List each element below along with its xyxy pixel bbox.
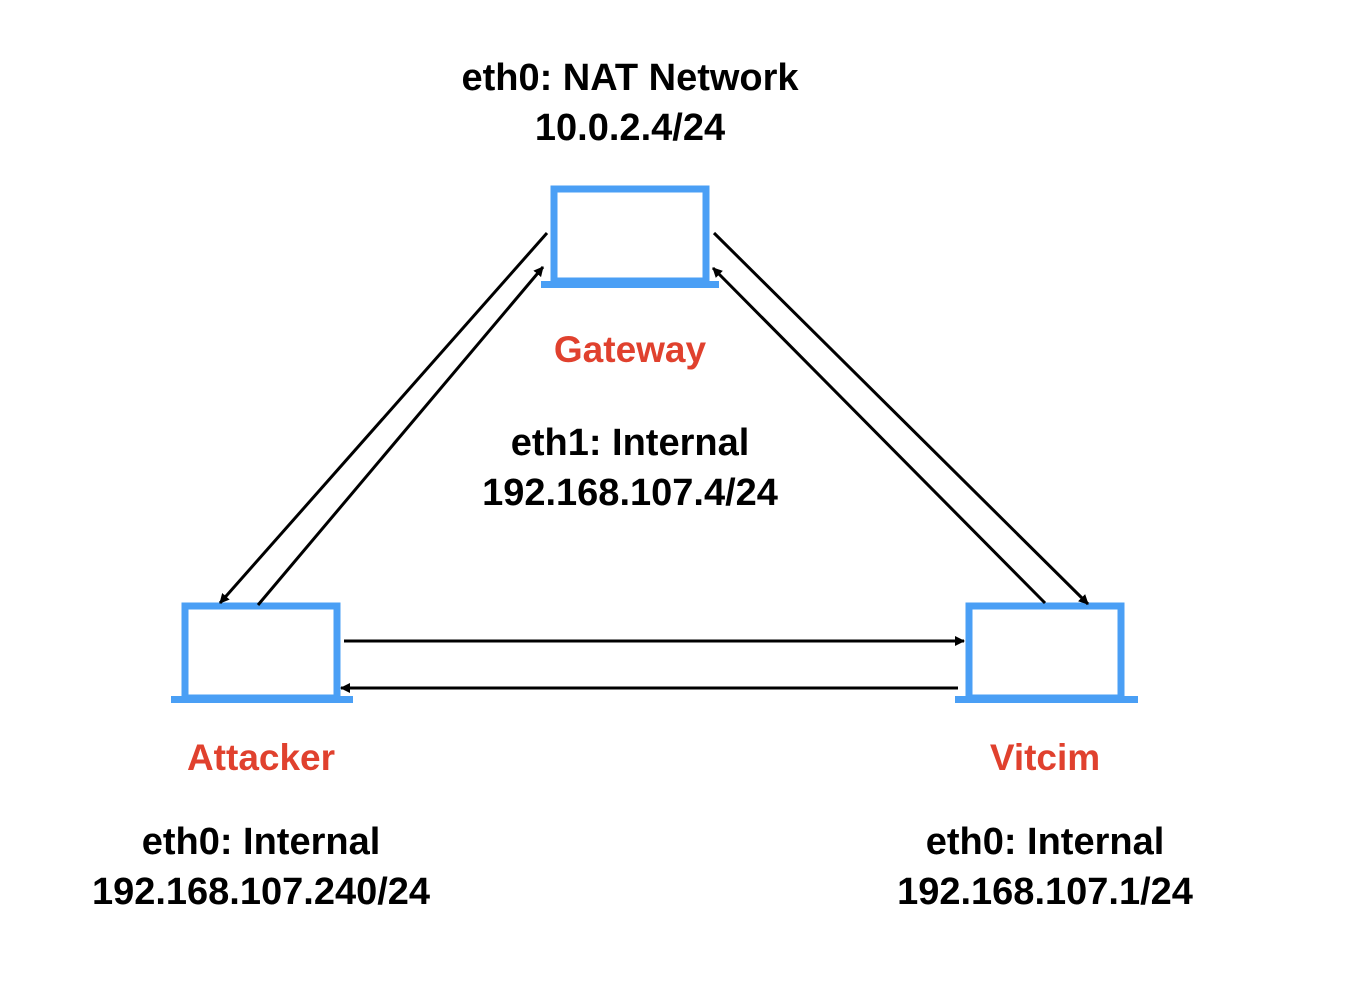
- victim-laptop-icon: [955, 602, 1138, 703]
- arrow-victim-to-gateway: [711, 266, 1047, 605]
- gateway-eth0-label: eth0: NAT Network 10.0.2.4/24: [461, 53, 798, 153]
- gateway-eth0-name: eth0: NAT Network: [461, 57, 799, 99]
- victim-eth0-label: eth0: Internal 192.168.107.1/24: [897, 817, 1193, 917]
- gateway-eth1-name: eth1: Internal: [510, 422, 750, 464]
- arrow-gateway-to-victim: [712, 231, 1090, 606]
- arrow-gateway-to-attacker: [218, 232, 549, 604]
- gateway-eth1-address: 192.168.107.4/24: [482, 472, 778, 514]
- attacker-laptop-icon: [171, 602, 353, 703]
- attacker-eth0-address: 192.168.107.240/24: [91, 871, 431, 913]
- victim-name: Vitcim: [989, 737, 1101, 778]
- victim-eth0-address: 192.168.107.1/24: [897, 871, 1193, 913]
- attacker-eth0-label: eth0: Internal 192.168.107.240/24: [92, 817, 430, 917]
- gateway-eth1-label: eth1: Internal 192.168.107.4/24: [482, 418, 778, 518]
- gateway-name: Gateway: [553, 329, 707, 370]
- gateway-eth0-address: 10.0.2.4/24: [534, 107, 726, 149]
- arrow-attacker-to-gateway: [256, 266, 545, 606]
- attacker-eth0-name: eth0: Internal: [141, 821, 381, 863]
- gateway-laptop-icon: [541, 185, 719, 288]
- attacker-name: Attacker: [186, 737, 336, 778]
- victim-eth0-name: eth0: Internal: [925, 821, 1165, 863]
